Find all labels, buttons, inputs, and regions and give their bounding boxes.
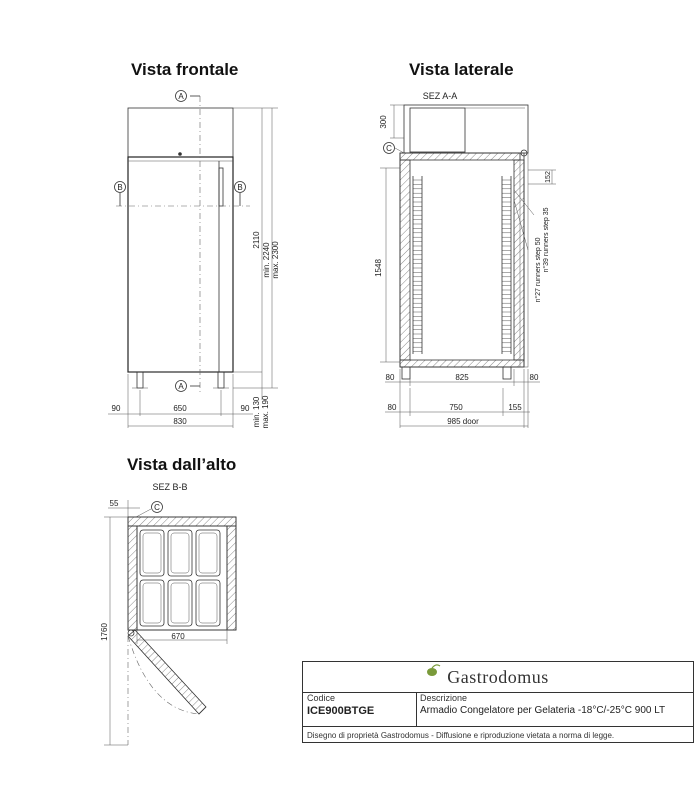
brand-name: Gastrodomus (447, 666, 549, 687)
side-dim-top-300: 300 (379, 115, 388, 129)
front-lock-dot (178, 152, 182, 156)
svg-text:C: C (386, 144, 392, 153)
section-a-bottom-marker: A (175, 380, 187, 392)
side-dim-foot-right: 155 (508, 403, 522, 412)
side-leg-right (502, 366, 512, 380)
section-a-label: SEZ A-A (423, 91, 458, 101)
gelato-pan (167, 579, 193, 627)
top-door-open (127, 629, 207, 715)
section-c-side-marker: C (383, 142, 395, 154)
side-top-unit (403, 104, 529, 154)
gelato-pan (139, 529, 165, 577)
side-dim-base-right: 80 (530, 373, 539, 382)
svg-text:B: B (237, 183, 242, 192)
side-runners-39: n°39 runners step 35 (542, 207, 550, 272)
section-b-left-marker: B (114, 181, 126, 193)
top-view-title: Vista dall’alto (127, 455, 237, 474)
front-dim-total-width: 830 (173, 417, 187, 426)
front-top-unit (127, 107, 234, 158)
code-value: ICE900BTGE (307, 705, 375, 717)
side-dim-depth-825: 825 (455, 373, 469, 382)
front-dim-height-min: min. 2240 (262, 242, 271, 278)
side-door (519, 152, 529, 368)
side-cabinet-outline (399, 152, 525, 368)
title-block-footer: Disegno di proprietà Gastrodomus - Diffu… (307, 731, 615, 740)
gelato-pan (139, 579, 165, 627)
front-leg-right (217, 371, 225, 389)
svg-text:B: B (117, 183, 122, 192)
side-view-title: Vista laterale (409, 60, 514, 79)
description-cell: Descrizione Armadio Congelatore per Gela… (416, 692, 693, 726)
section-c-top-marker: C (151, 501, 163, 513)
front-dim-left-leg: 90 (112, 404, 121, 413)
front-view-title: Vista frontale (131, 60, 239, 79)
runners-right (502, 179, 511, 352)
top-dim-wall-55: 55 (110, 499, 119, 508)
front-dim-height-max: max. 2300 (271, 241, 280, 279)
side-dim-door-depth: 985 door (447, 417, 479, 426)
front-dim-leg-min: min. 130 (252, 396, 261, 427)
front-dim-inner-width: 650 (173, 404, 187, 413)
side-dim-top-152: 152 (545, 171, 552, 183)
side-view: SEZ A-A C 300 (374, 91, 556, 428)
runners-left (413, 179, 422, 352)
gelato-pans (139, 529, 221, 627)
section-b-label: SEZ B-B (152, 482, 187, 492)
side-dim-height-1548: 1548 (374, 259, 383, 277)
front-cabinet-body (127, 156, 234, 373)
front-dim-leg-max: max. 190 (261, 395, 270, 428)
gelato-pan (195, 579, 221, 627)
side-dim-depth-750: 750 (449, 403, 463, 412)
section-a-top-marker: A (175, 90, 187, 102)
description-value: Armadio Congelatore per Gelateria -18°C/… (420, 705, 666, 716)
side-runners-27: n°27 runners step 50 (534, 237, 542, 302)
front-view: A A B B 90 650 90 830 (108, 90, 280, 428)
front-dim-height-2110: 2110 (252, 231, 261, 249)
gelato-pan (195, 529, 221, 577)
gelato-pan (167, 529, 193, 577)
svg-text:A: A (178, 92, 184, 101)
title-block: Gastrodomus Codice ICE900BTGE Descrizion… (302, 661, 694, 743)
code-cell: Codice ICE900BTGE (303, 692, 417, 726)
gastrodomus-logo-icon (427, 664, 441, 676)
section-b-right-marker: B (234, 181, 246, 193)
top-dim-depth-1760: 1760 (100, 623, 109, 641)
title-block-logo: Gastrodomus (303, 662, 693, 693)
top-view: SEZ B-B 55 C 670 1760 (100, 482, 237, 746)
top-dim-width-670: 670 (171, 632, 185, 641)
side-leg-left (401, 366, 411, 380)
door-handle (218, 167, 224, 207)
front-leg-left (136, 371, 144, 389)
svg-text:C: C (154, 503, 160, 512)
description-label: Descrizione (420, 693, 468, 703)
title-block-info-row: Codice ICE900BTGE Descrizione Armadio Co… (303, 692, 693, 727)
svg-text:A: A (178, 382, 184, 391)
front-dim-right-leg: 90 (241, 404, 250, 413)
code-label: Codice (307, 693, 336, 703)
side-dim-foot-left: 80 (388, 403, 397, 412)
side-dim-base-left: 80 (386, 373, 395, 382)
